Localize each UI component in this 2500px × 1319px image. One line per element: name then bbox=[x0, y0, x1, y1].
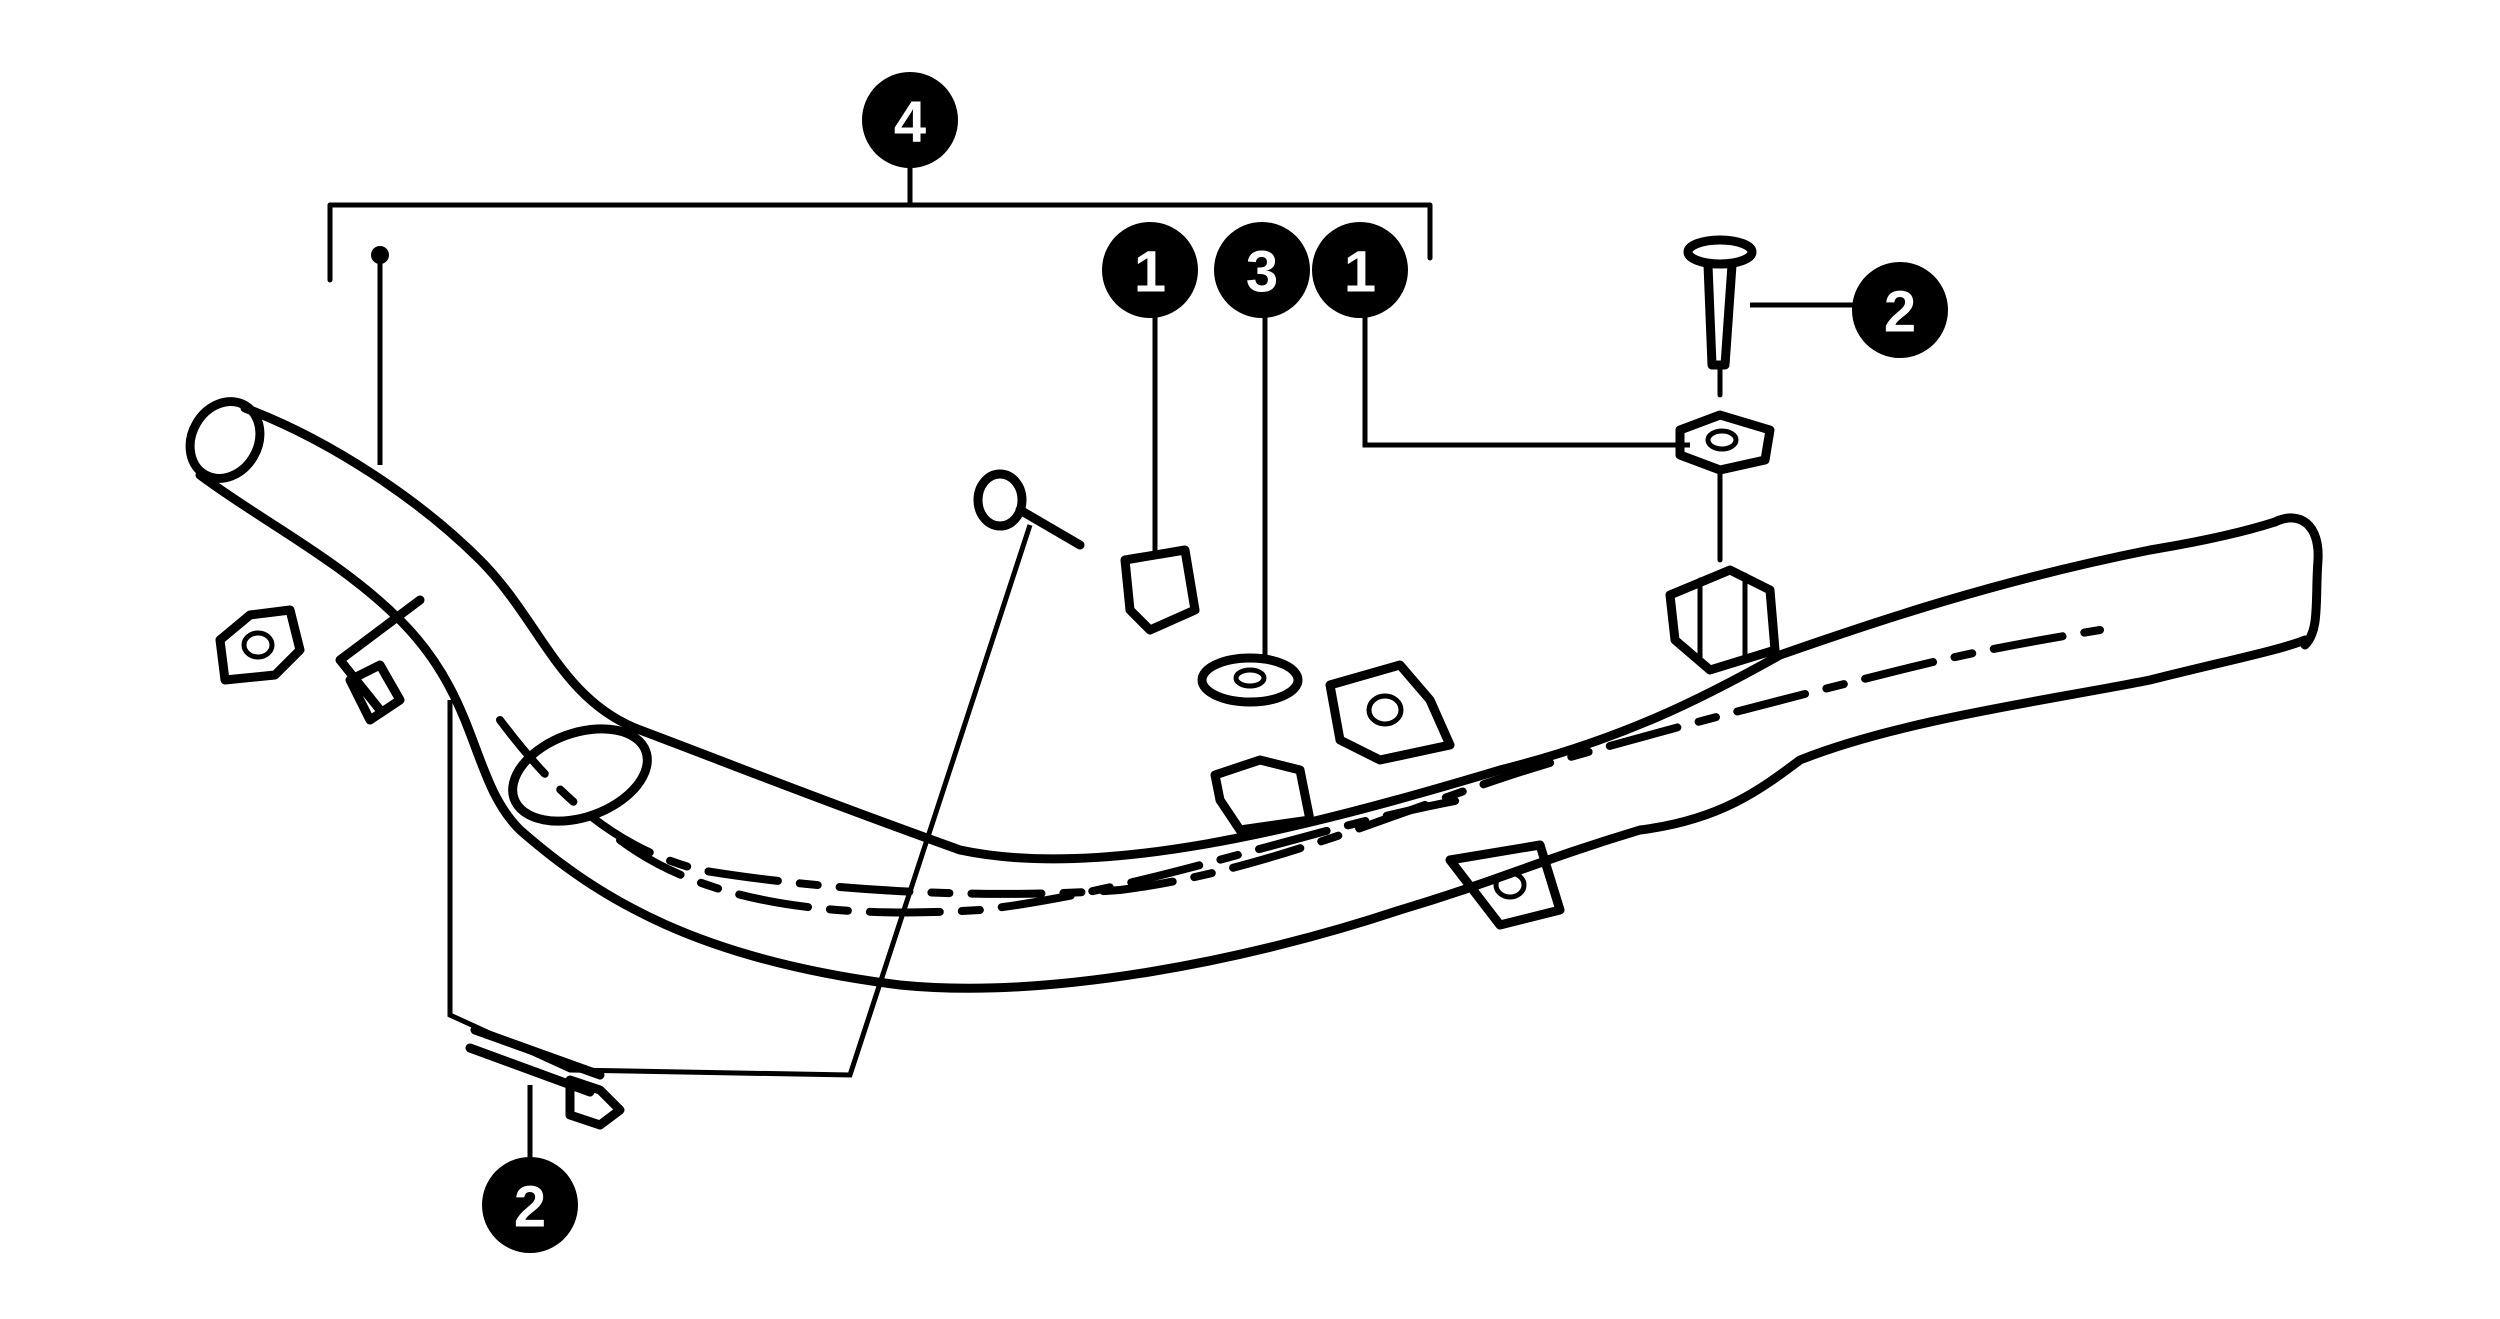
callout-1-right: 1 bbox=[1312, 222, 1408, 318]
callout-4-label: 4 bbox=[894, 90, 926, 155]
callout-2-lower-label: 2 bbox=[514, 1175, 546, 1240]
callout-4: 4 bbox=[862, 72, 958, 168]
callout-2-upper: 2 bbox=[1852, 262, 1948, 358]
leader-lines bbox=[371, 246, 1855, 1160]
callout-1-left-label: 1 bbox=[1134, 240, 1166, 305]
stabilizer-bar bbox=[185, 397, 2323, 993]
callout-3: 3 bbox=[1214, 222, 1310, 318]
callout-1-left: 1 bbox=[1102, 222, 1198, 318]
bar-clamps bbox=[215, 565, 1780, 930]
callout-1-right-label: 1 bbox=[1344, 240, 1376, 305]
callout-3-label: 3 bbox=[1246, 240, 1278, 305]
callout-2-upper-label: 2 bbox=[1884, 280, 1916, 345]
callout-2-lower: 2 bbox=[482, 1157, 578, 1253]
hardware bbox=[465, 235, 1775, 1130]
